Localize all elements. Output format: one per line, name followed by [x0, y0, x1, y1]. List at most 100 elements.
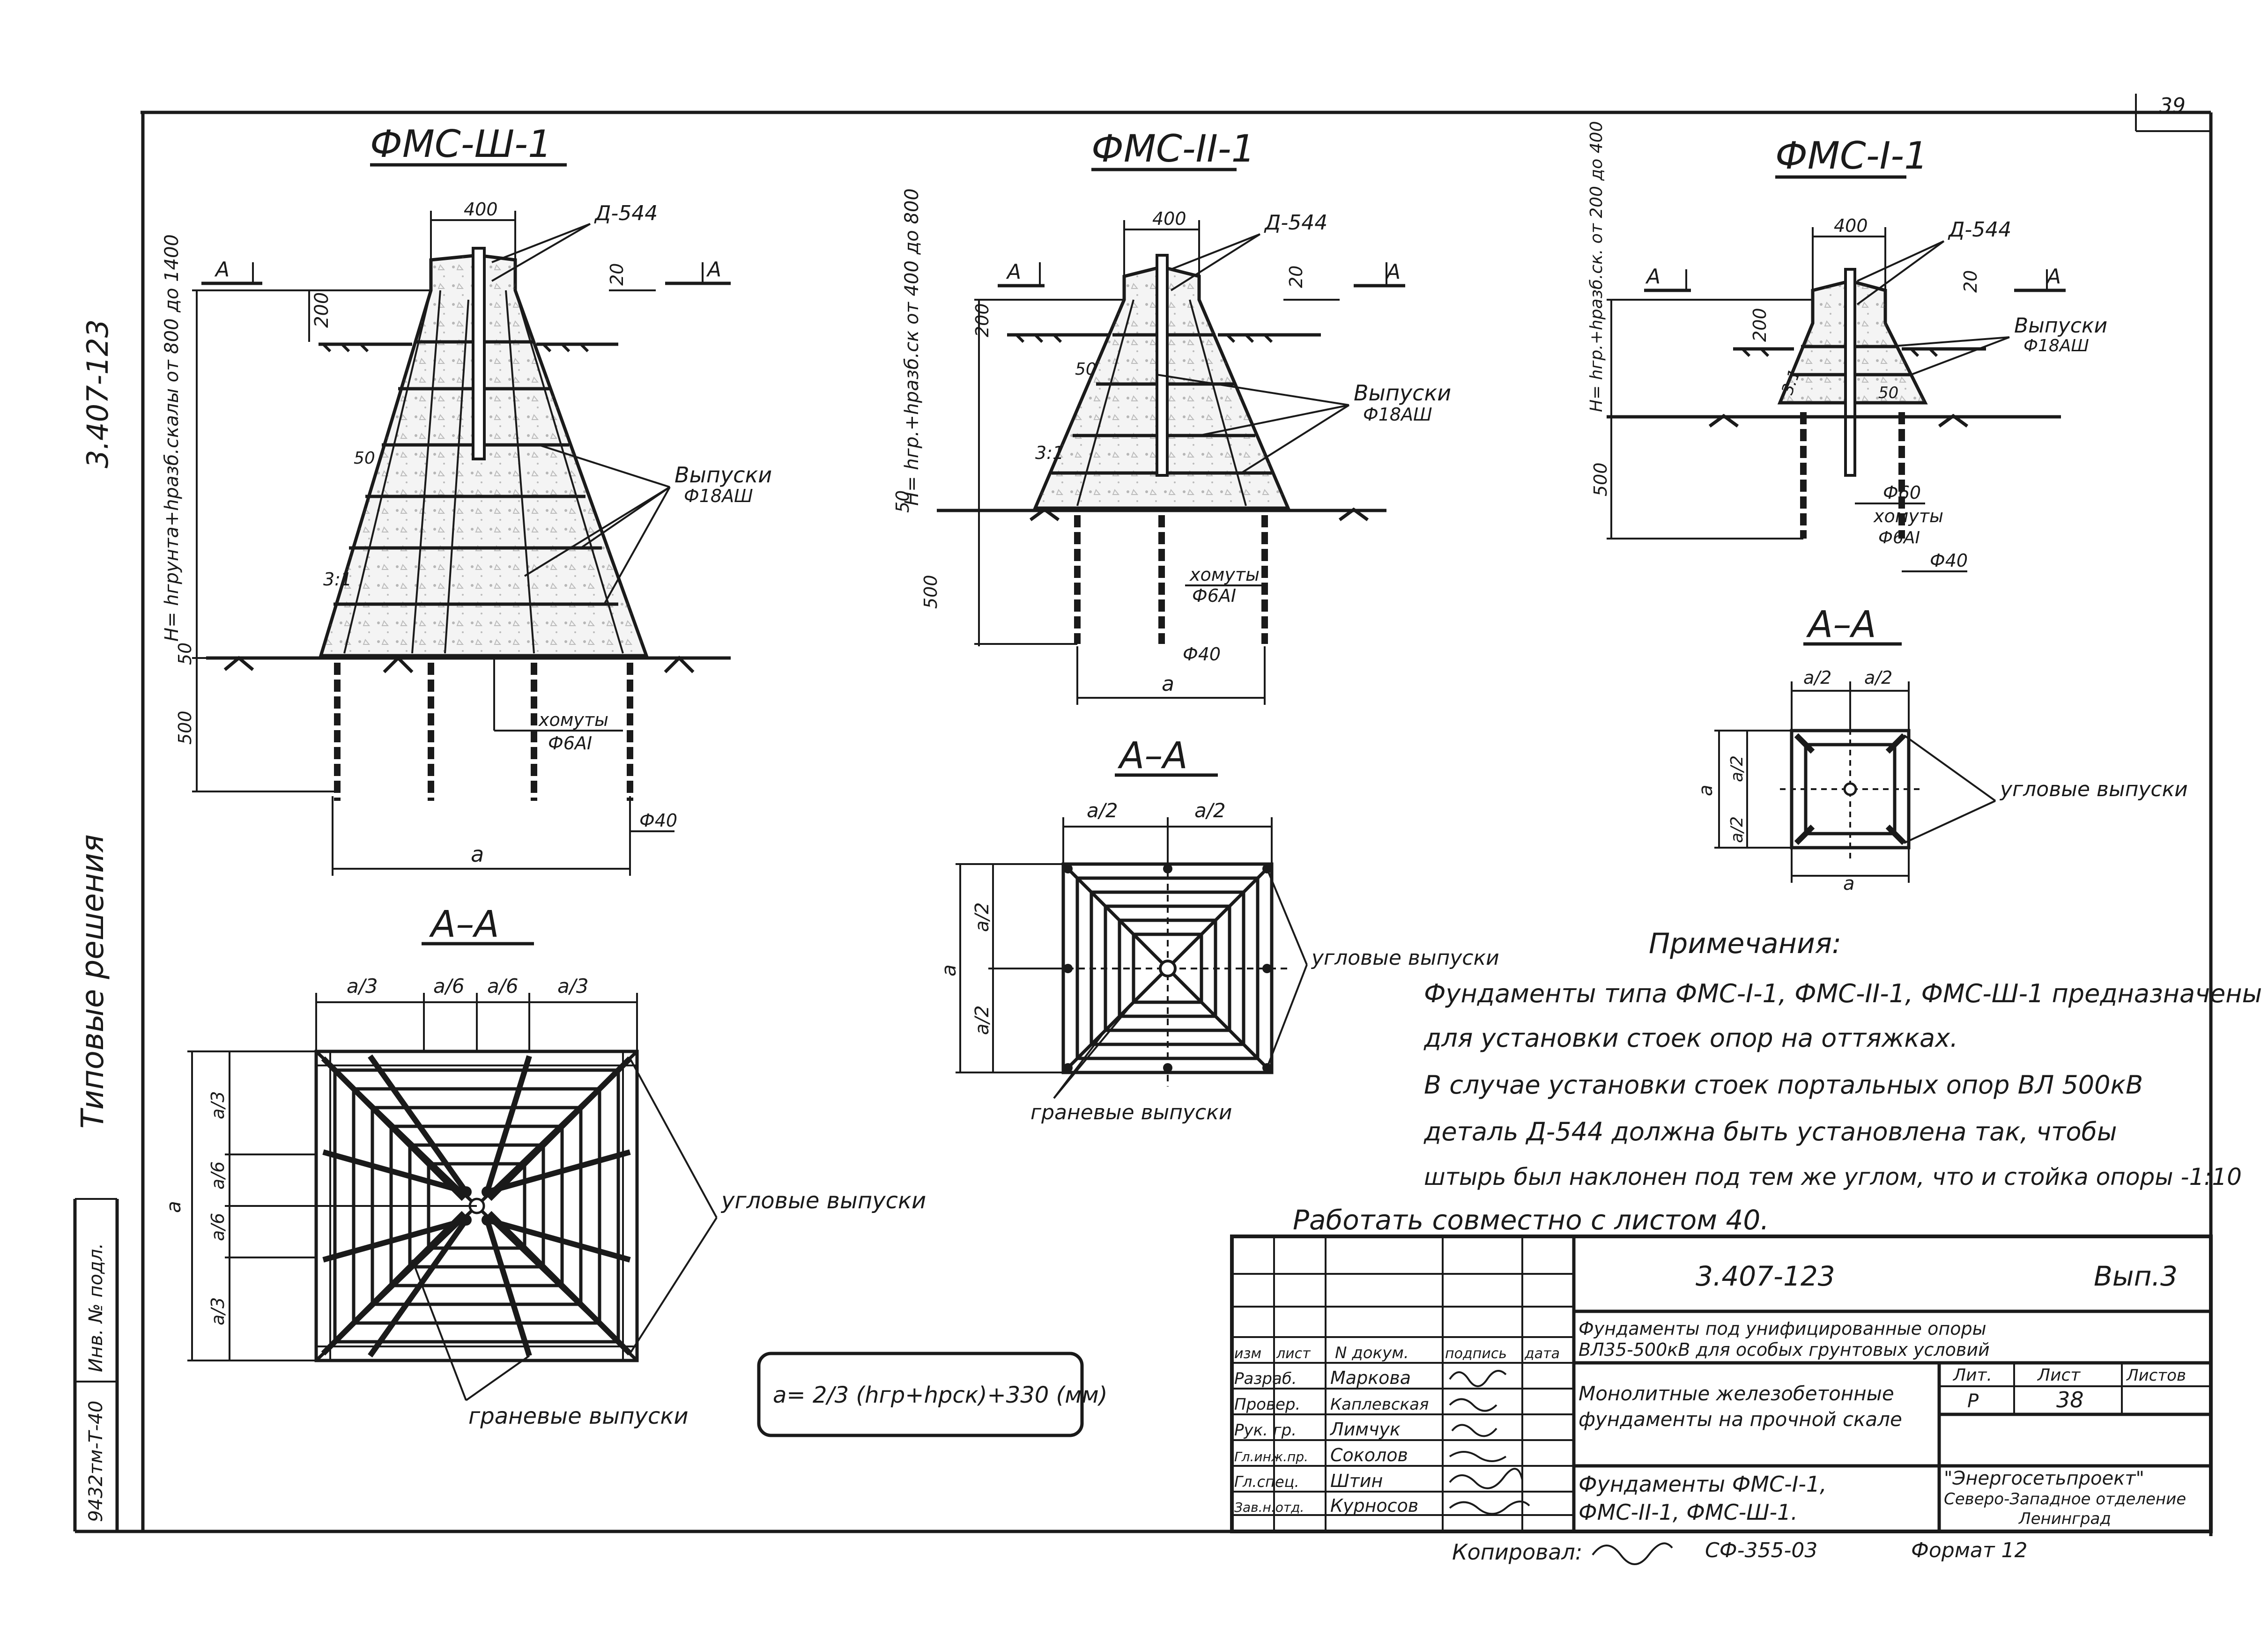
role-0: Разраб.: [1234, 1369, 1297, 1388]
notes-line-4: деталь Д-544 должна быть установлена так…: [1423, 1117, 2117, 1146]
fms3-outlets-d: Ф18АШ: [684, 486, 753, 506]
fms3-d50a: 50: [175, 643, 195, 665]
doc-code: 3.407-123: [1696, 1260, 1835, 1292]
fms3-slope: 3:1: [323, 569, 352, 590]
role-5: Зав.н.отд.: [1234, 1500, 1304, 1515]
s2-corner: угловые выпуски: [1311, 946, 1499, 970]
side-code: 3.407-123: [81, 319, 115, 468]
fms2-clamps-d: Ф6АI: [1192, 585, 1236, 606]
side-stamp-1: Инв. № подл.: [85, 1243, 107, 1372]
s1-a-bottom: a: [1843, 873, 1855, 895]
s1-a2-right: a/2: [1864, 667, 1892, 688]
side-text: Типовые решения: [74, 834, 111, 1129]
fms3-d50b: 50: [354, 449, 375, 468]
fms3-aa-left: А: [214, 258, 230, 281]
fms3-d544: Д-544: [594, 201, 658, 225]
notes-line-5: штырь был наклонен под тем же углом, что…: [1424, 1163, 2242, 1190]
footer-format: Формат 12: [1911, 1538, 2028, 1562]
work-note: Работать совместно с листом 40.: [1293, 1204, 1769, 1236]
s3-a6-left: a/6: [433, 975, 465, 998]
name-2: Лимчук: [1329, 1419, 1401, 1440]
notes-line-2: для установки стоек опор на оттяжках.: [1423, 1023, 1958, 1053]
col-izm: изм: [1234, 1346, 1261, 1362]
fms3-d20: 20: [607, 263, 627, 286]
fms1-d544: Д-544: [1948, 218, 2011, 242]
fms1-h: H= hгр.+hразб.ск. от 200 до 400: [1587, 121, 1606, 412]
fms3-h: H= hгрунта+hразб.скалы от 800 до 1400: [161, 234, 183, 642]
fms1-d50: 50: [1878, 384, 1898, 402]
s3-a6-right: a/6: [487, 975, 519, 998]
fms1-aa-left: А: [1645, 265, 1660, 288]
elevation-fms-1: ФМС-I-1 400 Д-544 А: [1587, 121, 2107, 572]
fms3-w400: 400: [464, 199, 498, 220]
s3-title: А–А: [429, 903, 499, 946]
subtitle-1: Монолитные железобетонные: [1579, 1382, 1894, 1405]
fms3-aa-right: А: [706, 258, 721, 281]
role-3: Гл.инж.пр.: [1234, 1449, 1308, 1464]
s2-a: a: [937, 964, 960, 976]
s2-title: А–А: [1117, 735, 1188, 777]
formula-text: a= 2/3 (hгр+hрск)+330 (мм): [773, 1382, 1107, 1408]
footer-code: СФ-355-03: [1705, 1538, 1817, 1562]
fms2-aa-right: А: [1385, 260, 1401, 284]
desc-1: Фундаменты под унифицированные опоры: [1579, 1318, 1986, 1339]
org-1: "Энергосетьпроект": [1944, 1468, 2144, 1489]
col-list: лист: [1276, 1346, 1311, 1362]
footer-copied: Копировал:: [1452, 1539, 1582, 1565]
fms2-outlets: Выпуски: [1354, 380, 1451, 406]
section-aa-fms-3: А–А: [162, 903, 926, 1429]
fms2-slope: 3:1: [1035, 443, 1064, 463]
name-3: Соколов: [1330, 1445, 1408, 1465]
s1-a: a: [1695, 784, 1717, 796]
side-stamp-2: 9432тм-Т-40: [85, 1401, 107, 1522]
fms3-d200: 200: [311, 292, 333, 328]
fms2-outlets-d: Ф18АШ: [1363, 404, 1432, 425]
notes-title: Примечания:: [1649, 927, 1841, 960]
s3-a3-left: a/3: [347, 975, 378, 998]
fms2-d544: Д-544: [1264, 211, 1327, 235]
s3-a3-top: a/3: [208, 1091, 228, 1119]
fms2-d200: 200: [972, 303, 993, 337]
name-1: Каплевская: [1330, 1395, 1429, 1414]
left-margin: 3.407-123 Типовые решения Инв. № подл. 9…: [73, 319, 119, 1531]
fms1-title: ФМС-I-1: [1775, 134, 1928, 177]
page-number: 39: [2159, 94, 2186, 118]
s2-a2-top: a/2: [971, 902, 993, 932]
org-2: Северо-Западное отделение: [1944, 1490, 2186, 1508]
s1-a2-bottom: a/2: [1727, 816, 1747, 843]
lists-header: Листов: [2126, 1366, 2186, 1385]
s3-a6-top: a/6: [208, 1161, 228, 1190]
col-sign: подпись: [1445, 1346, 1507, 1362]
fms2-aa-left: А: [1006, 260, 1021, 284]
fms1-outlets-d: Ф18АШ: [2023, 336, 2089, 355]
s1-a2-left: a/2: [1803, 667, 1831, 688]
fms2-clamps: хомуты: [1189, 564, 1260, 585]
formula-box: a= 2/3 (hгр+hрск)+330 (мм): [757, 1352, 1107, 1437]
issue: Вып.3: [2094, 1260, 2178, 1292]
notes-block: Примечания: Фундаменты типа ФМС-I-1, ФМС…: [1293, 927, 2262, 1236]
section-aa-fms-1: А–А a/2 a/2 a a/2 a/2 a: [1695, 604, 2188, 895]
sheet-title-2: ФМС-II-1, ФМС-Ш-1.: [1579, 1500, 1798, 1525]
fms2-h: H= hгр.+hразб.ск от 400 до 800: [901, 188, 923, 506]
col-date: дата: [1524, 1346, 1560, 1362]
fms3-clamps: хомуты: [538, 710, 608, 730]
signatures: [1449, 1370, 1530, 1515]
s3-edge: граневые выпуски: [468, 1403, 689, 1429]
fms1-clamps: хомуты: [1873, 506, 1943, 526]
fms1-d60: Ф60: [1883, 482, 1921, 503]
s1-corner: угловые выпуски: [1999, 777, 2188, 801]
fms2-a: a: [1162, 672, 1174, 696]
footer: Копировал: СФ-355-03 Формат 12: [1452, 1538, 2028, 1565]
role-2: Рук. гр.: [1234, 1421, 1297, 1440]
fms1-w400: 400: [1834, 215, 1868, 236]
role-4: Гл.спец.: [1234, 1473, 1299, 1491]
fms1-outlets: Выпуски: [2014, 314, 2107, 338]
fms3-clamps-d: Ф6АI: [548, 733, 592, 754]
fms2-title: ФМС-II-1: [1091, 127, 1255, 170]
fms2-d500: 500: [920, 575, 941, 609]
title-block: 3.407-123 Вып.3 Фундаменты под унифициро…: [1230, 1235, 2213, 1533]
name-4: Штин: [1330, 1471, 1383, 1491]
s3-a6-bottom: a/6: [208, 1213, 228, 1241]
elevation-fms-2: ФМС-II-1: [892, 127, 1451, 705]
